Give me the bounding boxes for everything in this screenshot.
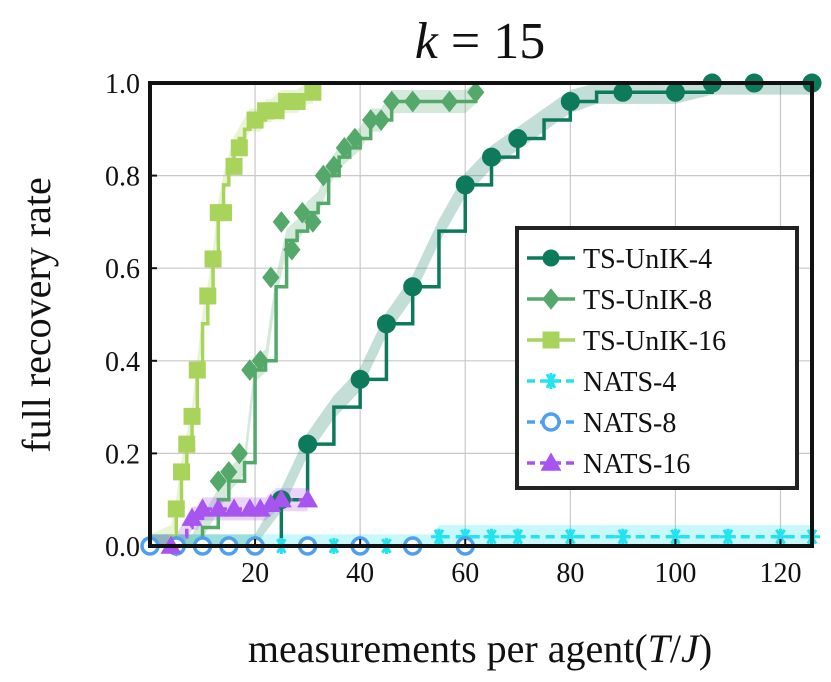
point-ts-unik-8 [304,211,322,233]
plot-frame [148,81,814,548]
x-tick-label: 20 [241,558,269,589]
point-nats-16 [192,498,214,517]
x-tick-label: 60 [451,558,479,589]
x-tick-label: 80 [556,558,584,589]
x-axis-label: measurements per agent(T/J) [248,626,712,671]
point-ts-unik-16 [188,361,206,379]
point-nats-16 [207,498,229,517]
legend-entry-ts-unik-8: TS-UnIK-8 [527,285,712,316]
legend-entry-nats-16: NATS-16 [527,449,690,480]
series-markers [140,73,822,557]
legend: TS-UnIK-4TS-UnIK-8TS-UnIK-16NATS-4NATS-8… [515,226,799,490]
point-nats-16 [181,507,203,526]
point-ts-unik-8 [293,201,312,224]
point-ts-unik-16 [183,407,201,425]
legend-marker-nats-16 [540,452,562,471]
point-ts-unik-16 [173,463,191,481]
point-ts-unik-16 [178,435,196,453]
point-ts-unik-8 [404,90,422,113]
line-ts-unik-8 [150,92,478,548]
point-ts-unik-8 [314,164,333,187]
point-ts-unik-8 [372,109,390,131]
point-ts-unik-16 [199,287,217,305]
point-ts-unik-16 [215,204,233,222]
point-ts-unik-16 [225,157,243,175]
legend-label-nats-8: NATS-8 [583,408,676,439]
point-ts-unik-4 [403,277,423,297]
legend-box [515,226,799,490]
legend-marker-ts-unik-8 [542,288,560,310]
point-ts-unik-8 [262,266,280,289]
axis-ticks: 20 40 60 80 100 120 0.0 0.2 0.4 0.6 0.8 1.0 [105,69,801,589]
x-tick-label: 40 [346,558,374,589]
point-ts-unik-8 [325,155,343,178]
point-ts-unik-8 [220,461,238,483]
title-variable: k [415,13,439,70]
point-nats-4 [509,528,526,545]
legend-label-ts-unik-4: TS-UnIK-4 [583,244,712,275]
point-ts-unik-8 [440,90,459,113]
point-ts-unik-8 [335,137,354,159]
point-nats-4 [614,528,631,545]
point-nats-4 [719,528,736,545]
legend-marker-ts-unik-16 [542,331,560,349]
point-ts-unik-8 [272,211,290,233]
y-tick-label: 0.8 [105,162,140,193]
y-tick-label: 0.2 [105,439,140,470]
point-ts-unik-4 [482,147,502,167]
y-tick-label: 0.6 [105,254,140,285]
point-ts-unik-4 [613,82,633,102]
legend-entry-nats-4: NATS-4 [527,367,676,398]
legend-entry-ts-unik-4: TS-UnIK-4 [527,244,712,275]
point-ts-unik-16 [288,93,306,111]
point-ts-unik-8 [383,90,401,113]
point-nats-4 [483,528,500,545]
x-tick-label: 100 [654,558,696,589]
point-nats-16 [223,498,245,517]
point-ts-unik-8 [346,127,364,150]
legend-label-ts-unik-16: TS-UnIK-16 [583,326,726,357]
legend-marker-ts-unik-4 [542,249,560,267]
point-ts-unik-16 [204,250,222,268]
legend-label-ts-unik-8: TS-UnIK-8 [583,285,712,316]
chart-title: k = 15 [415,13,545,70]
band-ts-unik-4 [150,83,812,546]
y-tick-label: 1.0 [105,69,140,100]
point-ts-unik-8 [230,442,248,465]
point-ts-unik-4 [508,129,528,149]
point-ts-unik-4 [298,434,318,454]
point-ts-unik-4 [376,314,396,334]
title-rest: = 15 [438,13,545,70]
point-ts-unik-4 [665,82,685,102]
point-ts-unik-8 [209,470,227,492]
legend-entry-ts-unik-16: TS-UnIK-16 [527,326,726,357]
point-ts-unik-8 [251,349,269,372]
point-ts-unik-4 [350,369,370,389]
legend-marker-nats-4 [543,373,559,389]
y-tick-label: 0.0 [105,532,140,563]
point-ts-unik-8 [241,359,259,381]
point-ts-unik-16 [230,139,248,157]
point-nats-4 [430,528,447,545]
point-ts-unik-16 [167,500,185,518]
y-tick-label: 0.4 [105,347,140,378]
legend-label-nats-4: NATS-4 [583,367,676,398]
point-nats-16 [270,489,292,508]
point-ts-unik-4 [560,92,580,112]
x-tick-label: 120 [759,558,801,589]
band-ts-unik-8 [150,83,476,546]
point-nats-16 [297,489,319,508]
line-nats-4 [150,534,812,548]
legend-label-nats-16: NATS-16 [583,449,690,480]
legend-entry-nats-8: NATS-8 [527,408,676,439]
legend-marker-nats-8 [541,412,561,432]
point-ts-unik-4 [455,175,475,195]
point-ts-unik-8 [467,81,485,104]
y-axis-label: full recovery rate [14,177,59,452]
point-ts-unik-8 [283,238,301,261]
point-ts-unik-16 [304,83,322,101]
